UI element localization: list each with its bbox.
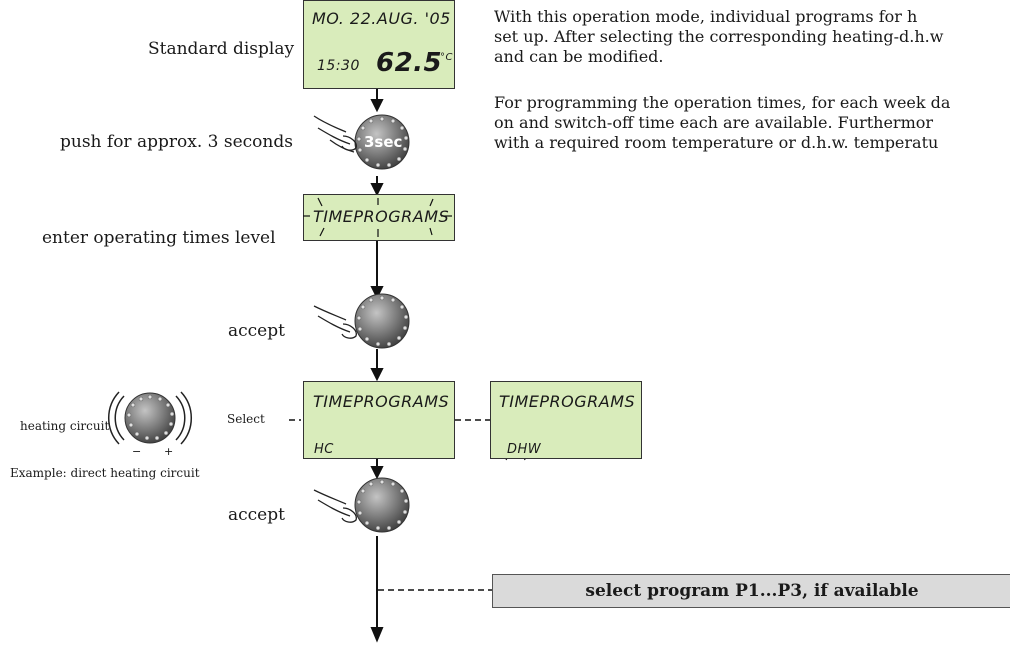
knob-plus-label: +	[164, 445, 174, 458]
label-push-3s: push for approx. 3 seconds	[60, 132, 293, 152]
label-accept-1: accept	[228, 321, 285, 341]
lcd-standard-display: MO. 22.AUG. '05 15:30 62.5 °C	[303, 0, 455, 89]
label-heating-circuit: heating circuit	[20, 419, 110, 433]
paragraph-2-line-1: For programming the operation times, for…	[494, 93, 951, 112]
lcd-temperature: 62.5	[376, 48, 443, 78]
label-standard-display: Standard display	[148, 39, 295, 59]
lcd-timeprograms: TIMEPROGRAMS	[303, 194, 455, 241]
lcd-timeprograms-dhw: TIMEPROGRAMS DHW	[490, 381, 642, 459]
hand-icon	[313, 305, 357, 339]
paragraph-2-line-3: with a required room temperature or d.h.…	[494, 133, 939, 152]
lcd-temp-unit: °C	[440, 52, 453, 63]
lcd-timeprograms-text: TIMEPROGRAMS	[313, 207, 450, 226]
paragraph-2-line-2: on and switch-off time each are availabl…	[494, 113, 934, 132]
hand-icon	[313, 115, 357, 153]
label-select: Select	[227, 412, 265, 426]
knob-3sec-label: 3sec	[364, 133, 403, 151]
lcd-timeprograms-hc-title: TIMEPROGRAMS	[313, 392, 450, 411]
rotary-knob-icon	[107, 391, 193, 445]
label-enter-level: enter operating times level	[42, 228, 276, 248]
hand-icon	[313, 489, 357, 523]
paragraph-1-line-3: and can be modified.	[494, 47, 664, 66]
label-accept-2: accept	[228, 505, 285, 525]
flow-arrows	[370, 89, 384, 643]
knob-3sec	[354, 114, 410, 170]
select-program-text: select program P1...P3, if available	[585, 581, 919, 601]
knob-accept-2	[354, 477, 410, 533]
dashed-connectors	[289, 419, 492, 591]
lcd-timeprograms-hc: TIMEPROGRAMS HC	[303, 381, 455, 459]
lcd-hc-label: HC	[314, 442, 334, 457]
select-program-box: select program P1...P3, if available	[492, 574, 1010, 608]
paragraph-1-line-2: set up. After selecting the correspondin…	[494, 27, 944, 46]
lcd-timeprograms-dhw-title: TIMEPROGRAMS	[499, 392, 636, 411]
knob-accept-1	[354, 293, 410, 349]
lcd-time: 15:30	[317, 58, 360, 74]
label-example: Example: direct heating circuit	[10, 466, 200, 480]
lcd-dhw-label: DHW	[507, 442, 542, 457]
paragraph-1-line-1: With this operation mode, individual pro…	[494, 7, 918, 26]
knob-minus-label: −	[132, 445, 142, 458]
lcd-date: MO. 22.AUG. '05	[312, 9, 451, 28]
